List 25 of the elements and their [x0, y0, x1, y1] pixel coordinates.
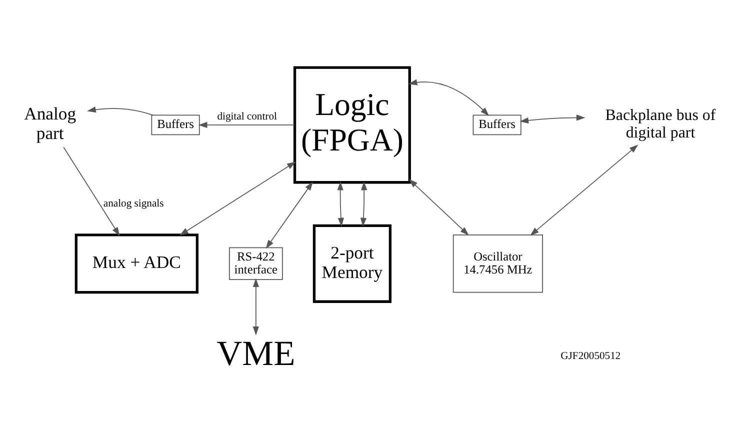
node-text: Analog part [24, 103, 76, 143]
arrow [408, 78, 490, 116]
node-text: VME [216, 334, 296, 373]
arrow [408, 178, 469, 235]
arrow [180, 161, 296, 236]
node-box: 2-port Memory [312, 224, 392, 302]
arrow [520, 114, 586, 123]
arrow [360, 180, 368, 226]
arrow [530, 144, 638, 236]
node-box: Buffers [472, 114, 522, 135]
arrow [87, 106, 154, 116]
edge-label: digital control [217, 110, 277, 122]
arrow [252, 278, 259, 335]
arrow [266, 181, 313, 248]
label: GJF20050512 [560, 350, 621, 362]
edge-label: analog signals [103, 198, 164, 210]
node-box: Oscillator 14.7456 MHz [452, 234, 543, 292]
node-text: Backplane bus of digital part [605, 106, 716, 142]
node-box: RS-422 interface [228, 246, 283, 280]
node-box: Buffers [151, 114, 200, 135]
arrow [63, 146, 120, 236]
node-box: Logic (FPGA) [293, 66, 411, 184]
arrow [337, 180, 344, 226]
arrow [198, 121, 295, 128]
node-box: Mux + ADC [74, 233, 198, 294]
